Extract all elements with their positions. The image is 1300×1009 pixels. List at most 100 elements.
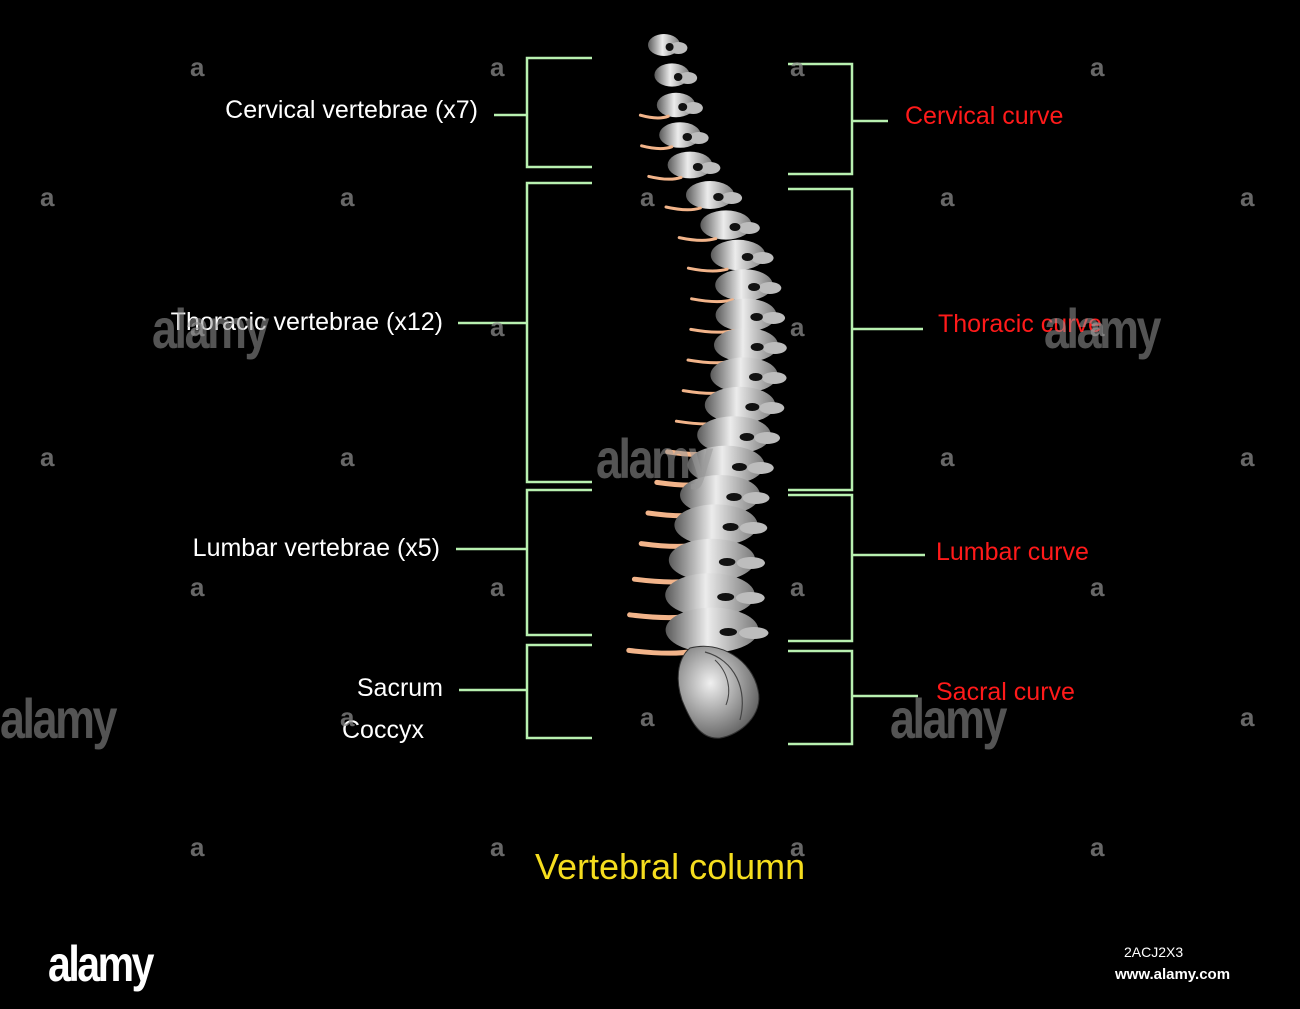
- bracket-thoracic-left: [525, 181, 592, 484]
- foramen: [750, 343, 764, 351]
- foramen: [673, 73, 683, 81]
- spinous-process: [678, 72, 698, 84]
- bracket-sacral-right: [788, 649, 854, 746]
- foramen: [749, 373, 763, 381]
- foramen: [678, 103, 688, 111]
- spinous-process: [742, 492, 770, 504]
- right-brackets: [788, 62, 925, 746]
- intervertebral-disc: [686, 266, 729, 273]
- watermark-glyph: a: [490, 832, 505, 862]
- intervertebral-disc: [677, 236, 718, 242]
- alamy-logo: alamy: [48, 936, 154, 992]
- foramen: [729, 223, 741, 231]
- diagram-title: Vertebral column: [535, 846, 806, 887]
- foramen: [750, 313, 763, 321]
- watermark-glyph: a: [790, 572, 805, 602]
- intervertebral-disc: [640, 144, 674, 151]
- sacrum: [677, 645, 760, 739]
- foramen: [718, 558, 736, 566]
- spinous-process: [747, 462, 774, 474]
- spinous-process: [754, 432, 781, 444]
- watermark-glyph: a: [790, 52, 805, 82]
- stock-image-id: 2ACJ2X3: [1124, 944, 1184, 960]
- watermark-glyph: a: [340, 182, 355, 212]
- spinous-process: [683, 102, 703, 114]
- intervertebral-disc: [690, 297, 734, 304]
- intervertebral-disc: [647, 174, 683, 181]
- watermark-brand: alamy: [0, 687, 117, 750]
- foramen: [739, 433, 755, 441]
- spinous-process: [761, 312, 786, 324]
- watermark-glyph: a: [1240, 182, 1255, 212]
- watermark-glyph: a: [40, 442, 55, 472]
- bracket-thoracic-right: [788, 187, 854, 492]
- curve-label-cervical: Cervical curve: [905, 102, 1064, 130]
- vertebra: [687, 445, 765, 485]
- foramen: [713, 193, 724, 201]
- intervertebral-disc: [638, 113, 670, 120]
- region-label-thoracic: Thoracic vertebrae (x12): [170, 308, 443, 336]
- watermark-glyph: a: [40, 182, 55, 212]
- watermark-glyph: a: [490, 572, 505, 602]
- foramen: [682, 133, 693, 141]
- spinous-process: [688, 132, 709, 144]
- vertebra: [667, 151, 713, 179]
- vertebra: [700, 210, 752, 240]
- watermark-glyph: a: [940, 182, 955, 212]
- stock-url[interactable]: www.alamy.com: [1115, 966, 1231, 983]
- curve-label-lumbar: Lumbar curve: [936, 538, 1089, 566]
- watermark-glyph: a: [340, 702, 355, 732]
- watermark-glyph: a: [1090, 52, 1105, 82]
- watermark-glyph: a: [1090, 312, 1105, 342]
- vertebra: [715, 269, 773, 301]
- vertebra: [714, 328, 778, 362]
- spinous-process: [738, 222, 760, 234]
- foramen: [719, 628, 737, 636]
- intervertebral-disc: [626, 647, 696, 656]
- watermark-glyph: a: [940, 442, 955, 472]
- foramen: [726, 493, 742, 501]
- watermark-glyph: a: [190, 52, 205, 82]
- foramen: [745, 403, 760, 411]
- foramen: [692, 163, 703, 171]
- watermark-glyph: a: [1090, 832, 1105, 862]
- foramen: [665, 43, 674, 51]
- spine-illustration: [626, 34, 787, 739]
- curve-label-thoracic: Thoracic curve: [938, 310, 1102, 338]
- watermark-glyph: a: [790, 832, 805, 862]
- vertebra: [704, 386, 776, 424]
- spinous-process: [762, 342, 787, 354]
- region-label-lumbar: Lumbar vertebrae (x5): [192, 534, 440, 562]
- vertebra: [665, 607, 759, 653]
- watermark-glyph: a: [190, 312, 205, 342]
- bracket-lumbar-right: [788, 493, 854, 643]
- vertebra: [659, 122, 701, 148]
- watermark-glyph: a: [1240, 702, 1255, 732]
- spinous-process: [736, 557, 765, 569]
- spinous-process: [761, 372, 787, 384]
- vertebrae-group: [626, 34, 787, 656]
- region-label-coccyx: Coccyx: [342, 716, 424, 744]
- vertebra: [680, 475, 760, 515]
- curve-label-sacral: Sacral curve: [936, 678, 1075, 706]
- foramen: [731, 463, 747, 471]
- spinous-process: [739, 522, 768, 534]
- spinous-process: [751, 252, 774, 264]
- watermark-glyph: a: [790, 312, 805, 342]
- watermark-brand: alamy: [152, 297, 269, 360]
- watermark-glyph: a: [490, 52, 505, 82]
- sacrum-contour: [704, 651, 743, 721]
- spinous-process: [758, 282, 782, 294]
- watermark-glyph: a: [1090, 572, 1105, 602]
- watermark-glyph: a: [340, 442, 355, 472]
- vertebra: [686, 181, 734, 209]
- intervertebral-disc: [664, 205, 702, 212]
- region-label-cervical: Cervical vertebrae (x7): [225, 96, 478, 124]
- spinous-process: [669, 42, 688, 54]
- watermark-brand: alamy: [890, 687, 1007, 750]
- spinous-process: [739, 627, 769, 639]
- foramen: [741, 253, 754, 261]
- watermark-glyph: a: [640, 702, 655, 732]
- watermark-glyph: a: [190, 572, 205, 602]
